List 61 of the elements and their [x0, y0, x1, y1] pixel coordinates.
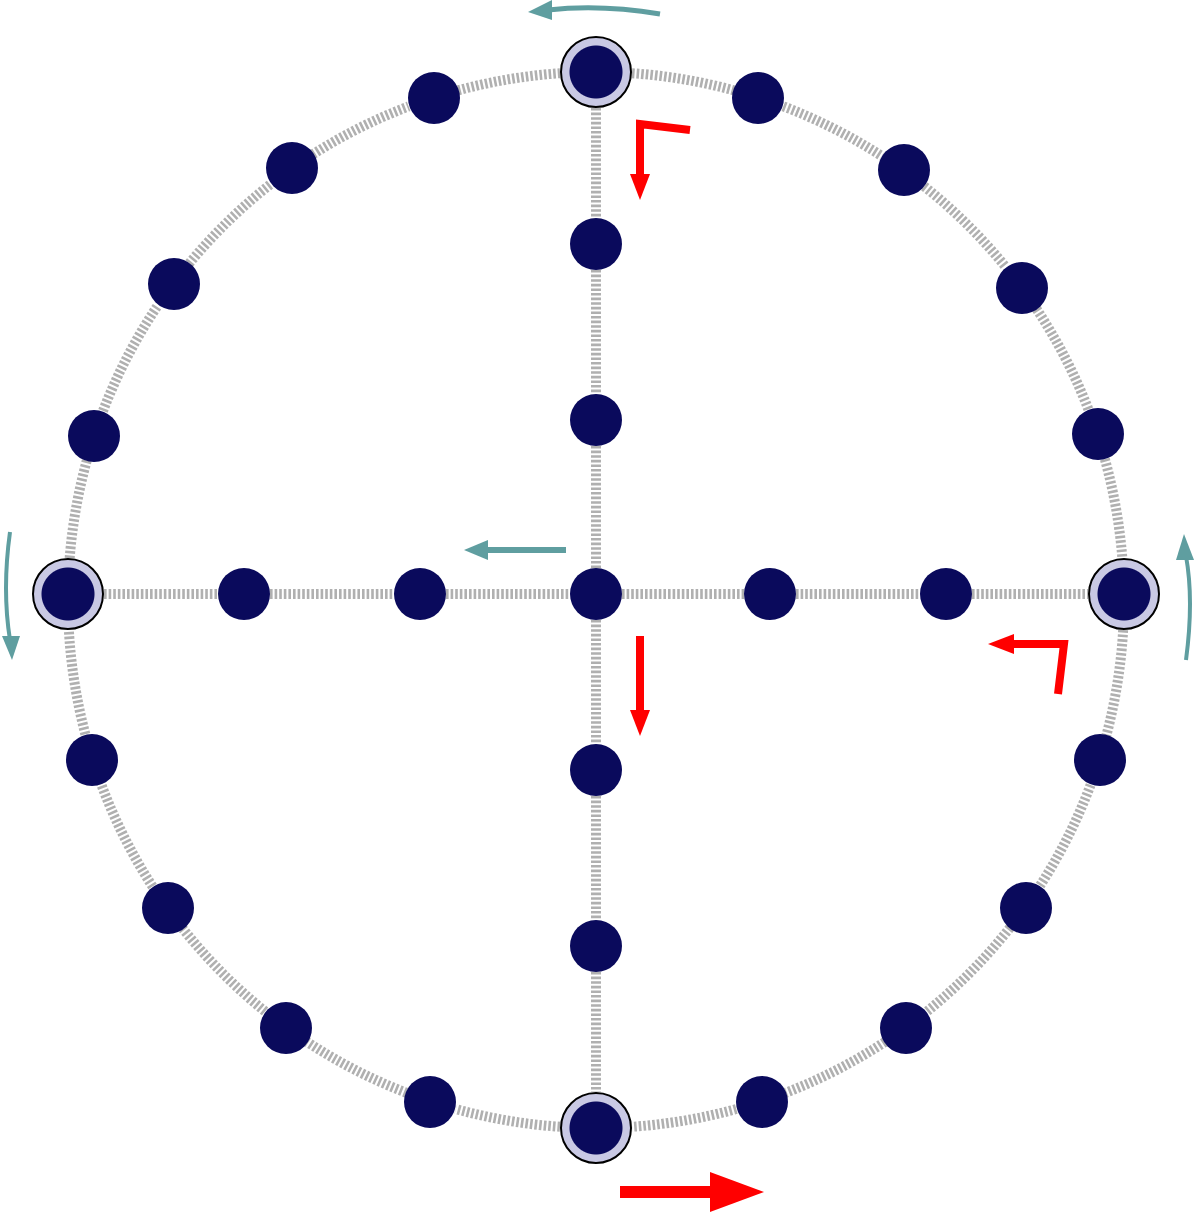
connector-line: [104, 589, 218, 599]
dot: [570, 568, 622, 620]
dot: [1073, 734, 1126, 787]
dot: [147, 257, 200, 310]
dot: [407, 71, 460, 124]
connector-line: [1032, 306, 1094, 412]
ringed-dot: [560, 36, 632, 108]
dot: [218, 568, 270, 620]
connector-line: [304, 1037, 409, 1098]
connector-line: [454, 1104, 561, 1132]
connector-line: [1100, 457, 1128, 559]
connector-line: [1035, 783, 1096, 889]
dot: [999, 881, 1052, 934]
ringed-dot: [32, 558, 105, 630]
connector-line: [591, 446, 601, 568]
connector-line: [631, 1104, 738, 1132]
connector-line: [796, 589, 920, 599]
ringed-dot: [560, 1092, 632, 1164]
dot: [732, 71, 785, 124]
connector-line: [446, 589, 570, 599]
dot: [920, 568, 972, 620]
connector-line: [1101, 629, 1129, 737]
connector-line: [310, 101, 411, 159]
dot: [68, 409, 121, 462]
connector-line: [179, 925, 269, 1016]
dot: [141, 882, 194, 935]
connector-line: [96, 781, 157, 890]
dot: [265, 142, 318, 195]
dot: [66, 733, 119, 786]
connector-line: [781, 101, 885, 161]
connector-line: [591, 972, 601, 1092]
connector-line: [185, 180, 274, 267]
connector-line: [63, 629, 91, 736]
connector-line: [591, 796, 601, 920]
dot: [880, 1001, 933, 1054]
connector-line: [921, 182, 1010, 271]
dot: [570, 920, 622, 972]
dot: [1071, 408, 1124, 461]
dot: [394, 568, 446, 620]
connector-line: [783, 1037, 888, 1098]
connector-line: [972, 589, 1088, 599]
dot: [259, 1001, 312, 1054]
connector-line: [591, 270, 601, 394]
connector-line: [631, 68, 736, 96]
dot: [735, 1075, 788, 1128]
dot: [877, 144, 930, 197]
connector-line: [591, 108, 601, 218]
dot: [744, 568, 796, 620]
connector-line: [64, 459, 92, 559]
connector-line: [622, 589, 744, 599]
ringed-dot: [1087, 558, 1160, 630]
dot: [570, 744, 622, 796]
dot: [404, 1075, 457, 1128]
connector-line: [456, 68, 561, 96]
connector-line: [591, 620, 601, 744]
dot: [995, 261, 1048, 314]
connector-line: [98, 302, 163, 413]
connector-line: [923, 924, 1014, 1016]
connector-line: [270, 589, 394, 599]
dot: [570, 218, 622, 270]
dot: [570, 394, 622, 446]
